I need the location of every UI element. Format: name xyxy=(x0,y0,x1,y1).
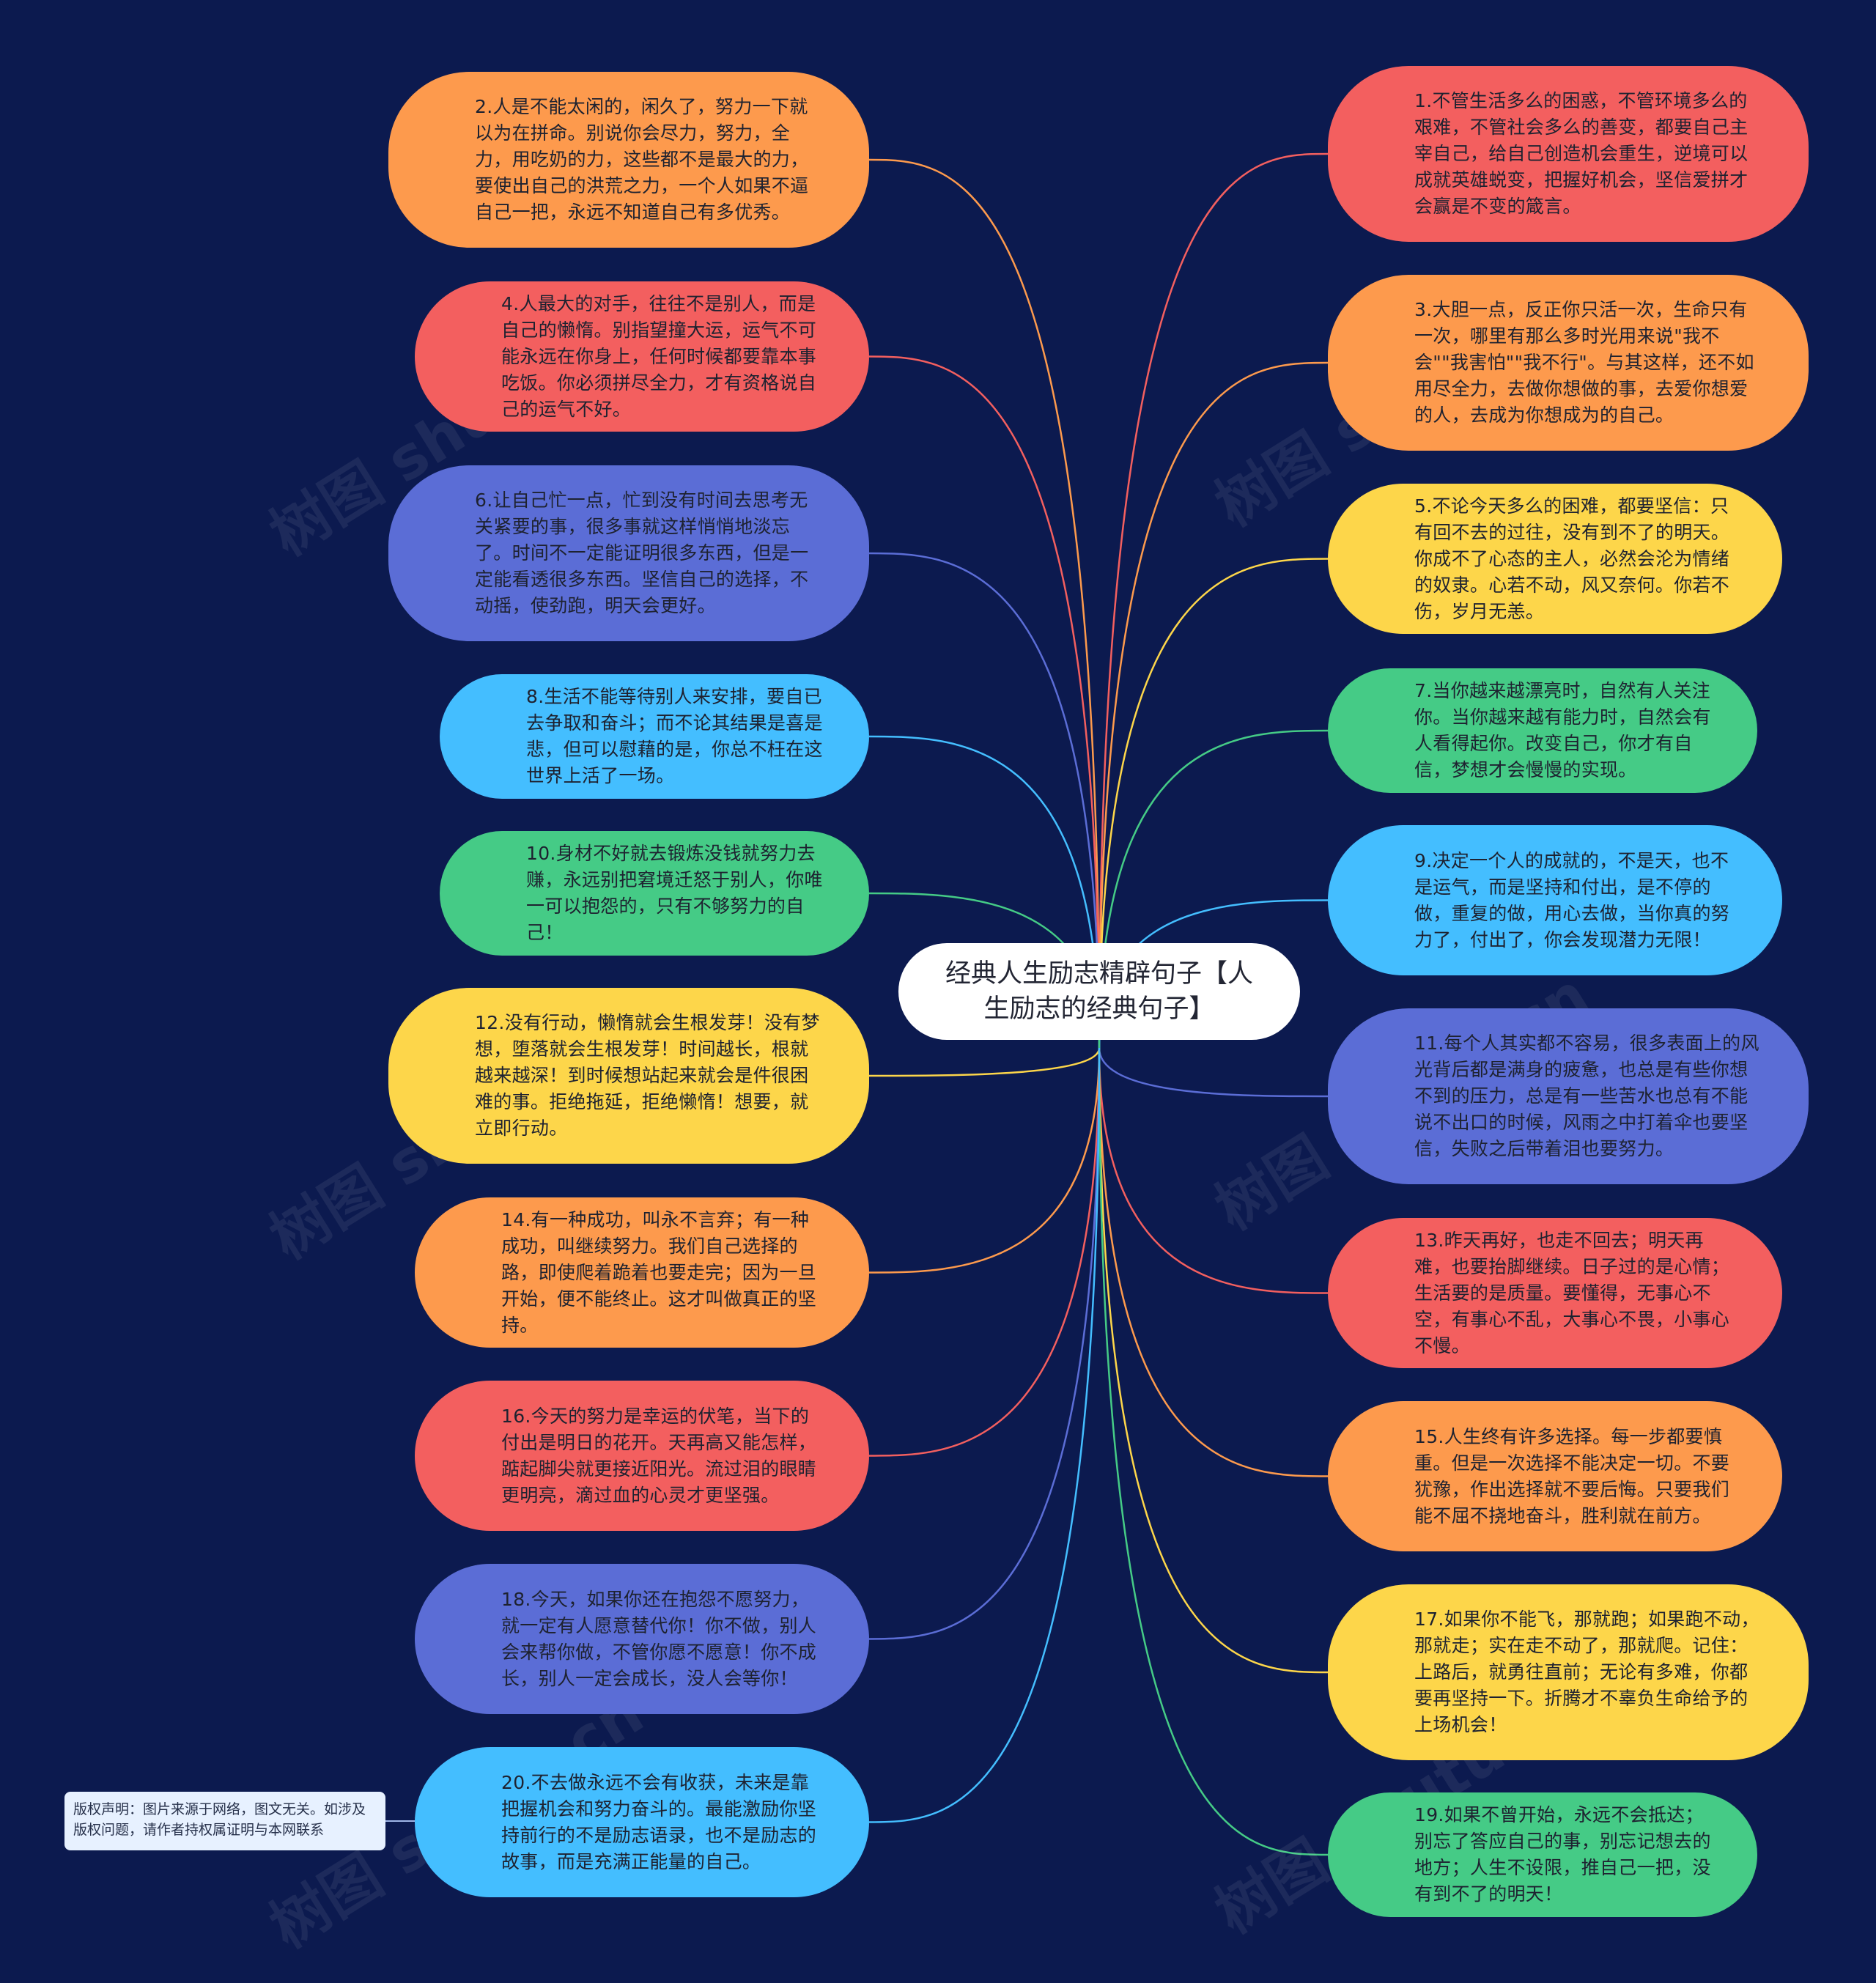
topic-node-6[interactable]: 6.让自己忙一点，忙到没有时间去思考无关紧要的事，很多事就这样悄悄地淡忘了。时间… xyxy=(388,465,869,641)
central-topic-text: 经典人生励志精辟句子【人生励志的经典句子】 xyxy=(945,959,1253,1024)
topic-node-12[interactable]: 12.没有行动，懒惰就会生根发芽！没有梦想，堕落就会生根发芽！时间越长，根就越来… xyxy=(388,988,869,1164)
topic-node-4[interactable]: 4.人最大的对手，往往不是别人，而是自己的懒惰。别指望撞大运，运气不可能永远在你… xyxy=(415,281,869,432)
topic-node-16-text: 16.今天的努力是幸运的伏笔，当下的付出是明日的花开。天再高又能怎样，踮起脚尖就… xyxy=(501,1405,817,1506)
topic-node-11[interactable]: 11.每个人其实都不容易，很多表面上的风光背后都是满身的疲惫，也总是有些你想不到… xyxy=(1328,1008,1809,1184)
topic-node-18-text: 18.今天，如果你还在抱怨不愿努力，就一定有人愿意替代你！你不做，别人会来帮你做… xyxy=(501,1588,817,1689)
connector-line xyxy=(1098,729,1329,1049)
connector-line xyxy=(1098,361,1329,1049)
topic-node-5[interactable]: 5.不论今天多么的困难，都要坚信：只有回不去的过往，没有到不了的明天。你成不了心… xyxy=(1328,484,1782,634)
topic-node-15-text: 15.人生终有许多选择。每一步都要慎重。但是一次选择不能决定一切。不要犹豫，作出… xyxy=(1414,1425,1730,1526)
topic-node-18[interactable]: 18.今天，如果你还在抱怨不愿努力，就一定有人愿意替代你！你不做，别人会来帮你做… xyxy=(415,1564,869,1714)
topic-node-9[interactable]: 9.决定一个人的成就的，不是天，也不是运气，而是坚持和付出，是不停的做，重复的做… xyxy=(1328,825,1782,975)
connector-line xyxy=(868,158,1101,1049)
connector-line xyxy=(868,735,1101,1049)
connector-line xyxy=(1098,558,1329,1049)
topic-node-10[interactable]: 10.身材不好就去锻炼没钱就努力去赚，永远别把窘境迁怒于别人，你唯一可以抱怨的，… xyxy=(440,831,869,956)
topic-node-10-text: 10.身材不好就去锻炼没钱就努力去赚，永远别把窘境迁怒于别人，你唯一可以抱怨的，… xyxy=(526,843,823,943)
topic-node-3[interactable]: 3.大胆一点，反正你只活一次，生命只有一次，哪里有那么多时光用来说"我不会""我… xyxy=(1328,275,1809,451)
topic-node-14[interactable]: 14.有一种成功，叫永不言弃；有一种成功，叫继续努力。我们自己选择的路，即使爬着… xyxy=(415,1197,869,1348)
topic-node-13-text: 13.昨天再好，也走不回去；明天再难，也要抬脚继续。日子过的是心情；生活要的是质… xyxy=(1414,1229,1730,1356)
topic-node-16[interactable]: 16.今天的努力是幸运的伏笔，当下的付出是明日的花开。天再高又能怎样，踮起脚尖就… xyxy=(415,1381,869,1531)
topic-node-20[interactable]: 20.不去做永远不会有收获，未来是靠把握机会和努力奋斗的。最能激励你坚持前行的不… xyxy=(415,1747,869,1897)
copyright-text: 版权声明：图片来源于网络，图文无关。如涉及版权问题，请作者持权属证明与本网联系 xyxy=(73,1801,366,1838)
topic-node-19-text: 19.如果不曾开始，永远不会抵达；别忘了答应自己的事，别忘记想去的地方；人生不设… xyxy=(1414,1804,1711,1905)
connector-line xyxy=(1098,1047,1329,1294)
topic-node-17[interactable]: 17.如果你不能飞，那就跑；如果跑不动，那就走；实在走不动了，那就爬。记住：上路… xyxy=(1328,1584,1809,1760)
connector-line xyxy=(1098,1047,1329,1856)
topic-node-3-text: 3.大胆一点，反正你只活一次，生命只有一次，哪里有那么多时光用来说"我不会""我… xyxy=(1414,299,1754,426)
connector-line xyxy=(868,355,1101,1049)
topic-node-9-text: 9.决定一个人的成就的，不是天，也不是运气，而是坚持和付出，是不停的做，重复的做… xyxy=(1414,849,1730,950)
connector-line xyxy=(868,1047,1101,1077)
connector-line xyxy=(1098,1047,1329,1098)
topic-node-14-text: 14.有一种成功，叫永不言弃；有一种成功，叫继续努力。我们自己选择的路，即使爬着… xyxy=(501,1208,817,1336)
topic-node-4-text: 4.人最大的对手，往往不是别人，而是自己的懒惰。别指望撞大运，运气不可能永远在你… xyxy=(501,292,817,420)
topic-node-5-text: 5.不论今天多么的困难，都要坚信：只有回不去的过往，没有到不了的明天。你成不了心… xyxy=(1414,495,1730,622)
topic-node-1[interactable]: 1.不管生活多么的困惑，不管环境多么的艰难，不管社会多么的善变，都要自己主宰自己… xyxy=(1328,66,1809,242)
topic-node-1-text: 1.不管生活多么的困惑，不管环境多么的艰难，不管社会多么的善变，都要自己主宰自己… xyxy=(1414,90,1748,217)
topic-node-11-text: 11.每个人其实都不容易，很多表面上的风光背后都是满身的疲惫，也总是有些你想不到… xyxy=(1414,1033,1759,1159)
topic-node-8[interactable]: 8.生活不能等待别人来安排，要自已去争取和奋斗；而不论其结果是喜是悲，但可以慰藉… xyxy=(440,674,869,799)
topic-node-7-text: 7.当你越来越漂亮时，自然有人关注你。当你越来越有能力时，自然会有人看得起你。改… xyxy=(1414,680,1711,780)
copyright-notice: 版权声明：图片来源于网络，图文无关。如涉及版权问题，请作者持权属证明与本网联系 xyxy=(64,1792,385,1850)
connector-line xyxy=(868,1047,1101,1640)
connector-line xyxy=(868,1047,1101,1823)
topic-node-15[interactable]: 15.人生终有许多选择。每一步都要慎重。但是一次选择不能决定一切。不要犹豫，作出… xyxy=(1328,1401,1782,1551)
topic-node-2-text: 2.人是不能太闲的，闲久了，努力一下就以为在拼命。别说你会尽力，努力，全力，用吃… xyxy=(475,96,809,223)
topic-node-2[interactable]: 2.人是不能太闲的，闲久了，努力一下就以为在拼命。别说你会尽力，努力，全力，用吃… xyxy=(388,72,869,248)
connector-line xyxy=(868,1047,1101,1274)
central-topic[interactable]: 经典人生励志精辟句子【人生励志的经典句子】 xyxy=(898,943,1300,1040)
topic-node-19[interactable]: 19.如果不曾开始，永远不会抵达；别忘了答应自己的事，别忘记想去的地方；人生不设… xyxy=(1328,1792,1757,1917)
topic-node-8-text: 8.生活不能等待别人来安排，要自已去争取和奋斗；而不论其结果是喜是悲，但可以慰藉… xyxy=(526,686,823,786)
connector-line xyxy=(868,552,1101,1049)
topic-node-12-text: 12.没有行动，懒惰就会生根发芽！没有梦想，堕落就会生根发芽！时间越长，根就越来… xyxy=(475,1012,820,1139)
topic-node-17-text: 17.如果你不能飞，那就跑；如果跑不动，那就走；实在走不动了，那就爬。记住：上路… xyxy=(1414,1609,1759,1735)
connector-line xyxy=(868,1047,1101,1457)
topic-node-13[interactable]: 13.昨天再好，也走不回去；明天再难，也要抬脚继续。日子过的是心情；生活要的是质… xyxy=(1328,1218,1782,1368)
topic-node-7[interactable]: 7.当你越来越漂亮时，自然有人关注你。当你越来越有能力时，自然会有人看得起你。改… xyxy=(1328,668,1757,793)
topic-node-6-text: 6.让自己忙一点，忙到没有时间去思考无关紧要的事，很多事就这样悄悄地淡忘了。时间… xyxy=(475,490,809,616)
connector-line xyxy=(1098,1047,1329,1674)
topic-node-20-text: 20.不去做永远不会有收获，未来是靠把握机会和努力奋斗的。最能激励你坚持前行的不… xyxy=(501,1771,817,1872)
connector-line xyxy=(1098,152,1329,1049)
connector-line xyxy=(1098,1047,1329,1477)
